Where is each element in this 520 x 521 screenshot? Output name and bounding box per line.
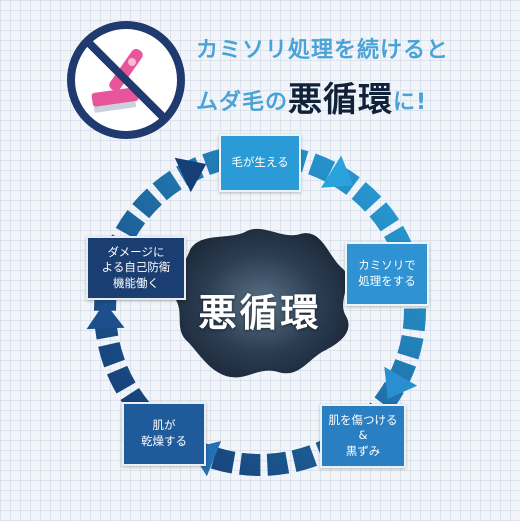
step-shave: カミソリで 処理をする [345,242,429,306]
step-text: カミソリで [358,258,416,273]
step-text: 黒ずみ [345,443,381,458]
step-text: 乾燥する [141,434,187,448]
step-text: & [358,428,368,443]
cycle-arrowhead [384,366,418,399]
step-text: 肌を傷つける [328,412,398,427]
cycle-arrowhead [86,302,125,330]
headline-line-2-post: に! [393,90,428,115]
razor-icon [91,48,143,113]
headline-line-2-pre: ムダ毛の [196,90,289,115]
step-self-defense: ダメージに よる自己防衛 機能働く [86,236,186,300]
no-razor-icon [67,21,185,139]
cycle-arrowhead [321,155,354,188]
center-label: 悪循環 [198,291,322,335]
step-text: 機能働く [113,275,159,290]
headline-line-1: カミソリ処理を続けると [196,38,450,63]
step-hair-grows: 毛が生える [219,134,301,192]
headline: カミソリ処理を続けると ムダ毛の悪循環に! [196,32,449,121]
step-text: 処理をする [358,274,416,288]
step-text: よる自己防衛 [101,260,171,275]
headline-emphasis: 悪循環 [288,80,394,120]
step-text: 肌が [152,418,176,433]
step-skin-damage: 肌を傷つける & 黒ずみ [320,404,406,468]
step-text: 毛が生える [231,155,289,170]
headline-line-2: ムダ毛の悪循環に! [196,72,449,121]
step-dry-skin: 肌が 乾燥する [122,402,206,466]
step-text: ダメージに [107,244,165,259]
center-blob [173,228,349,378]
cycle-arrowhead [174,157,207,193]
